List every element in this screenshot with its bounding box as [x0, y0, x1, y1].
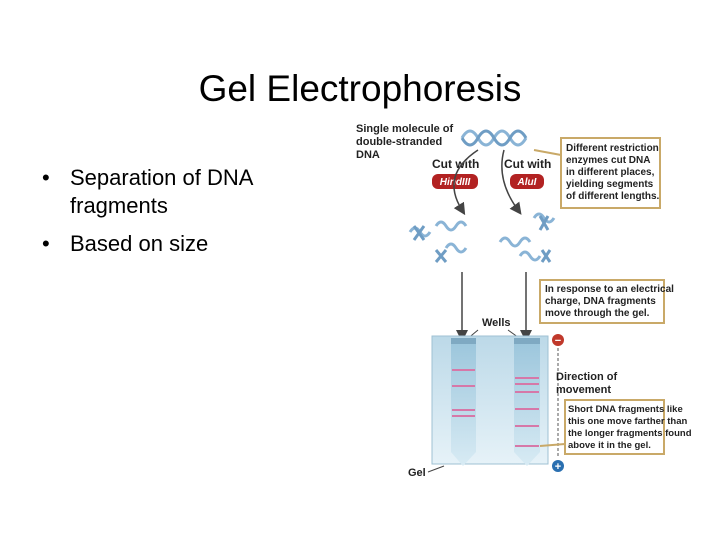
enzyme-tag-right	[510, 174, 544, 189]
short-fragments-callout-text: Short DNA fragments like this one move f…	[568, 404, 694, 451]
restriction-callout-box	[560, 137, 661, 209]
cut-arrow-left	[453, 149, 479, 216]
single-molecule-label: Single molecule of double-stranded DNA	[356, 123, 456, 161]
cut-arrow-right	[501, 149, 522, 215]
well-right	[514, 338, 540, 344]
dna-helix-icon	[460, 129, 528, 147]
slide-title: Gel Electrophoresis	[198, 68, 522, 109]
bullet-dot-icon: •	[42, 165, 50, 190]
bands-left	[452, 369, 475, 417]
bullet-dot-icon: •	[42, 231, 50, 256]
restriction-callout-text: Different restriction enzymes cut DNA in…	[566, 143, 662, 202]
bullet-item: • Separation of DNA fragments	[42, 164, 342, 220]
short-fragments-callout-box	[564, 399, 665, 455]
gel-label: Gel	[408, 467, 426, 479]
positive-pole-icon	[552, 460, 564, 472]
bullet-text: Based on size	[70, 231, 209, 256]
wells-label: Wells	[482, 317, 511, 329]
gel-lane-left	[451, 342, 476, 466]
bullet-item: • Based on size	[42, 230, 342, 258]
charge-callout-box	[539, 279, 665, 324]
gel-lane-right	[514, 342, 540, 466]
dna-fragments-left-icon	[408, 220, 468, 263]
dna-fragments-right-icon	[498, 212, 556, 263]
direction-label: Direction of movement	[556, 371, 620, 396]
negative-pole-sign: −	[555, 335, 561, 347]
bullet-list: • Separation of DNA fragments • Based on…	[42, 164, 342, 268]
bands-right	[515, 377, 539, 447]
well-left	[451, 338, 476, 344]
charge-callout-text: In response to an electrical charge, DNA…	[545, 284, 677, 319]
negative-pole-icon	[552, 334, 564, 346]
enzyme-label-right: AluI	[517, 177, 537, 188]
cut-with-label-left: Cut with	[432, 157, 479, 171]
enzyme-label-left: HindIII	[440, 177, 471, 188]
bullet-text: Separation of DNA fragments	[70, 165, 253, 218]
cut-with-label-right: Cut with	[504, 157, 551, 171]
positive-pole-sign: +	[555, 461, 561, 473]
